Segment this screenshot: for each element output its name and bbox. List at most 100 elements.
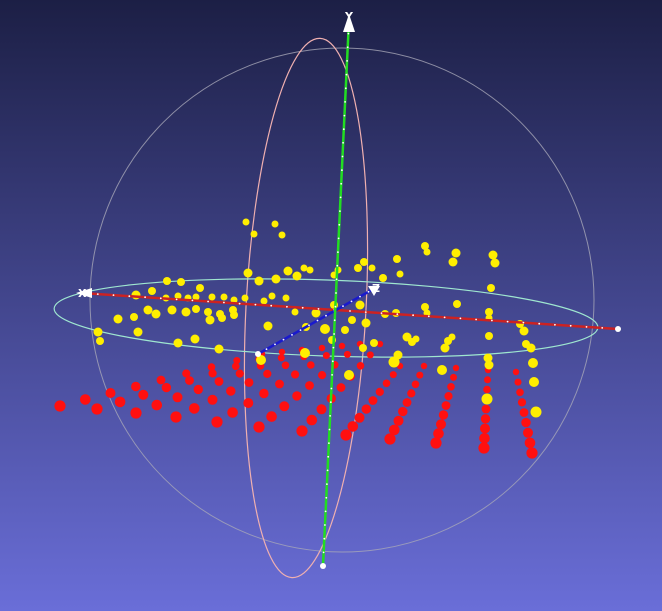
yellow-point xyxy=(526,343,536,353)
red-point xyxy=(519,408,529,417)
red-point xyxy=(305,381,314,390)
red-point xyxy=(347,421,359,432)
y-axis-tick xyxy=(328,428,331,431)
z-axis-tick xyxy=(350,300,353,303)
x-axis-tick xyxy=(96,293,99,295)
yellow-point xyxy=(440,343,450,353)
x-axis-ticks xyxy=(96,293,604,329)
yellow-point xyxy=(148,287,156,295)
x-axis-tick xyxy=(112,294,115,296)
red-point xyxy=(233,357,241,364)
yellow-point xyxy=(96,337,104,345)
x-axis-tick xyxy=(522,321,525,324)
y-axis-tick xyxy=(341,169,343,172)
z-axis-tick xyxy=(325,314,327,317)
yellow-point xyxy=(360,258,368,266)
red-point xyxy=(243,398,254,408)
bounding-sphere xyxy=(89,47,595,553)
x-axis-tick xyxy=(159,297,162,300)
x-axis-tick xyxy=(238,302,241,305)
yellow-point xyxy=(485,308,493,316)
yellow-point xyxy=(173,338,183,348)
red-point xyxy=(479,433,490,444)
yellow-point xyxy=(291,308,299,316)
y-axis-tick xyxy=(336,264,339,267)
red-point xyxy=(368,396,378,405)
yellow-point xyxy=(484,360,494,370)
red-point xyxy=(54,400,66,412)
red-point xyxy=(484,376,491,384)
y-axis-tick xyxy=(329,401,332,404)
yellow-point xyxy=(490,258,500,268)
red-point xyxy=(433,428,444,439)
yellow-point xyxy=(93,327,103,337)
yellow-point xyxy=(113,314,123,324)
red-point xyxy=(436,419,446,430)
red-point xyxy=(151,399,163,411)
yellow-point xyxy=(130,313,138,321)
y-axis-tick xyxy=(345,73,348,76)
red-point xyxy=(389,371,397,379)
red-point xyxy=(430,437,442,449)
red-point xyxy=(278,348,286,356)
yellow-point xyxy=(243,268,253,278)
yellow-point xyxy=(448,333,456,341)
y-axis-tick xyxy=(328,442,330,444)
x-axis-tick xyxy=(301,306,304,309)
red-point xyxy=(524,437,536,449)
yellow-point xyxy=(451,248,461,258)
red-point xyxy=(279,401,290,412)
x-axis-tick xyxy=(270,304,273,307)
yellow-point xyxy=(254,276,264,286)
z-axis-tick xyxy=(282,338,285,341)
yellow-point xyxy=(192,293,200,301)
red-point xyxy=(483,385,491,394)
red-point xyxy=(266,411,277,422)
x-axis-tick xyxy=(554,323,556,326)
red-point xyxy=(389,424,400,436)
z-axis-tick xyxy=(316,319,319,322)
yellow-point xyxy=(481,393,493,405)
red-point xyxy=(114,396,126,408)
z-axis-tick xyxy=(367,290,370,293)
red-point xyxy=(402,398,412,407)
x-axis-tick xyxy=(475,318,477,321)
yellow-point xyxy=(306,266,314,274)
red-point xyxy=(227,407,238,418)
red-point xyxy=(189,403,200,414)
yellow-point xyxy=(437,365,447,375)
red-point xyxy=(420,362,428,370)
red-point xyxy=(523,427,533,438)
x-axis-tick xyxy=(459,317,462,320)
yellow-point xyxy=(453,300,461,308)
red-point xyxy=(322,352,330,359)
red-point xyxy=(375,387,384,396)
yellow-point xyxy=(421,242,429,250)
red-point xyxy=(366,351,374,359)
red-point xyxy=(516,388,524,397)
y-axis-tick xyxy=(322,551,325,554)
red-point xyxy=(376,340,384,348)
red-point xyxy=(207,363,216,371)
red-point xyxy=(306,414,318,426)
x-axis-end-marker xyxy=(615,326,621,332)
red-point xyxy=(517,398,527,407)
x-axis-tick xyxy=(317,308,320,310)
yellow-point xyxy=(361,318,371,328)
yellow-point xyxy=(300,264,308,272)
yellow-point xyxy=(300,348,310,358)
y-axis-tick xyxy=(326,483,328,485)
y-axis-tick xyxy=(344,87,347,90)
yellow-point xyxy=(260,297,268,305)
yellow-point xyxy=(368,264,376,272)
z-axis-tick xyxy=(359,295,361,298)
y-axis-ticks xyxy=(322,32,350,554)
yellow-point xyxy=(344,370,354,380)
y-axis-tick xyxy=(330,387,333,390)
x-axis-tick xyxy=(349,310,351,312)
yellow-point-cloud xyxy=(93,218,542,418)
red-point xyxy=(481,404,491,414)
y-axis-tick xyxy=(331,374,333,376)
